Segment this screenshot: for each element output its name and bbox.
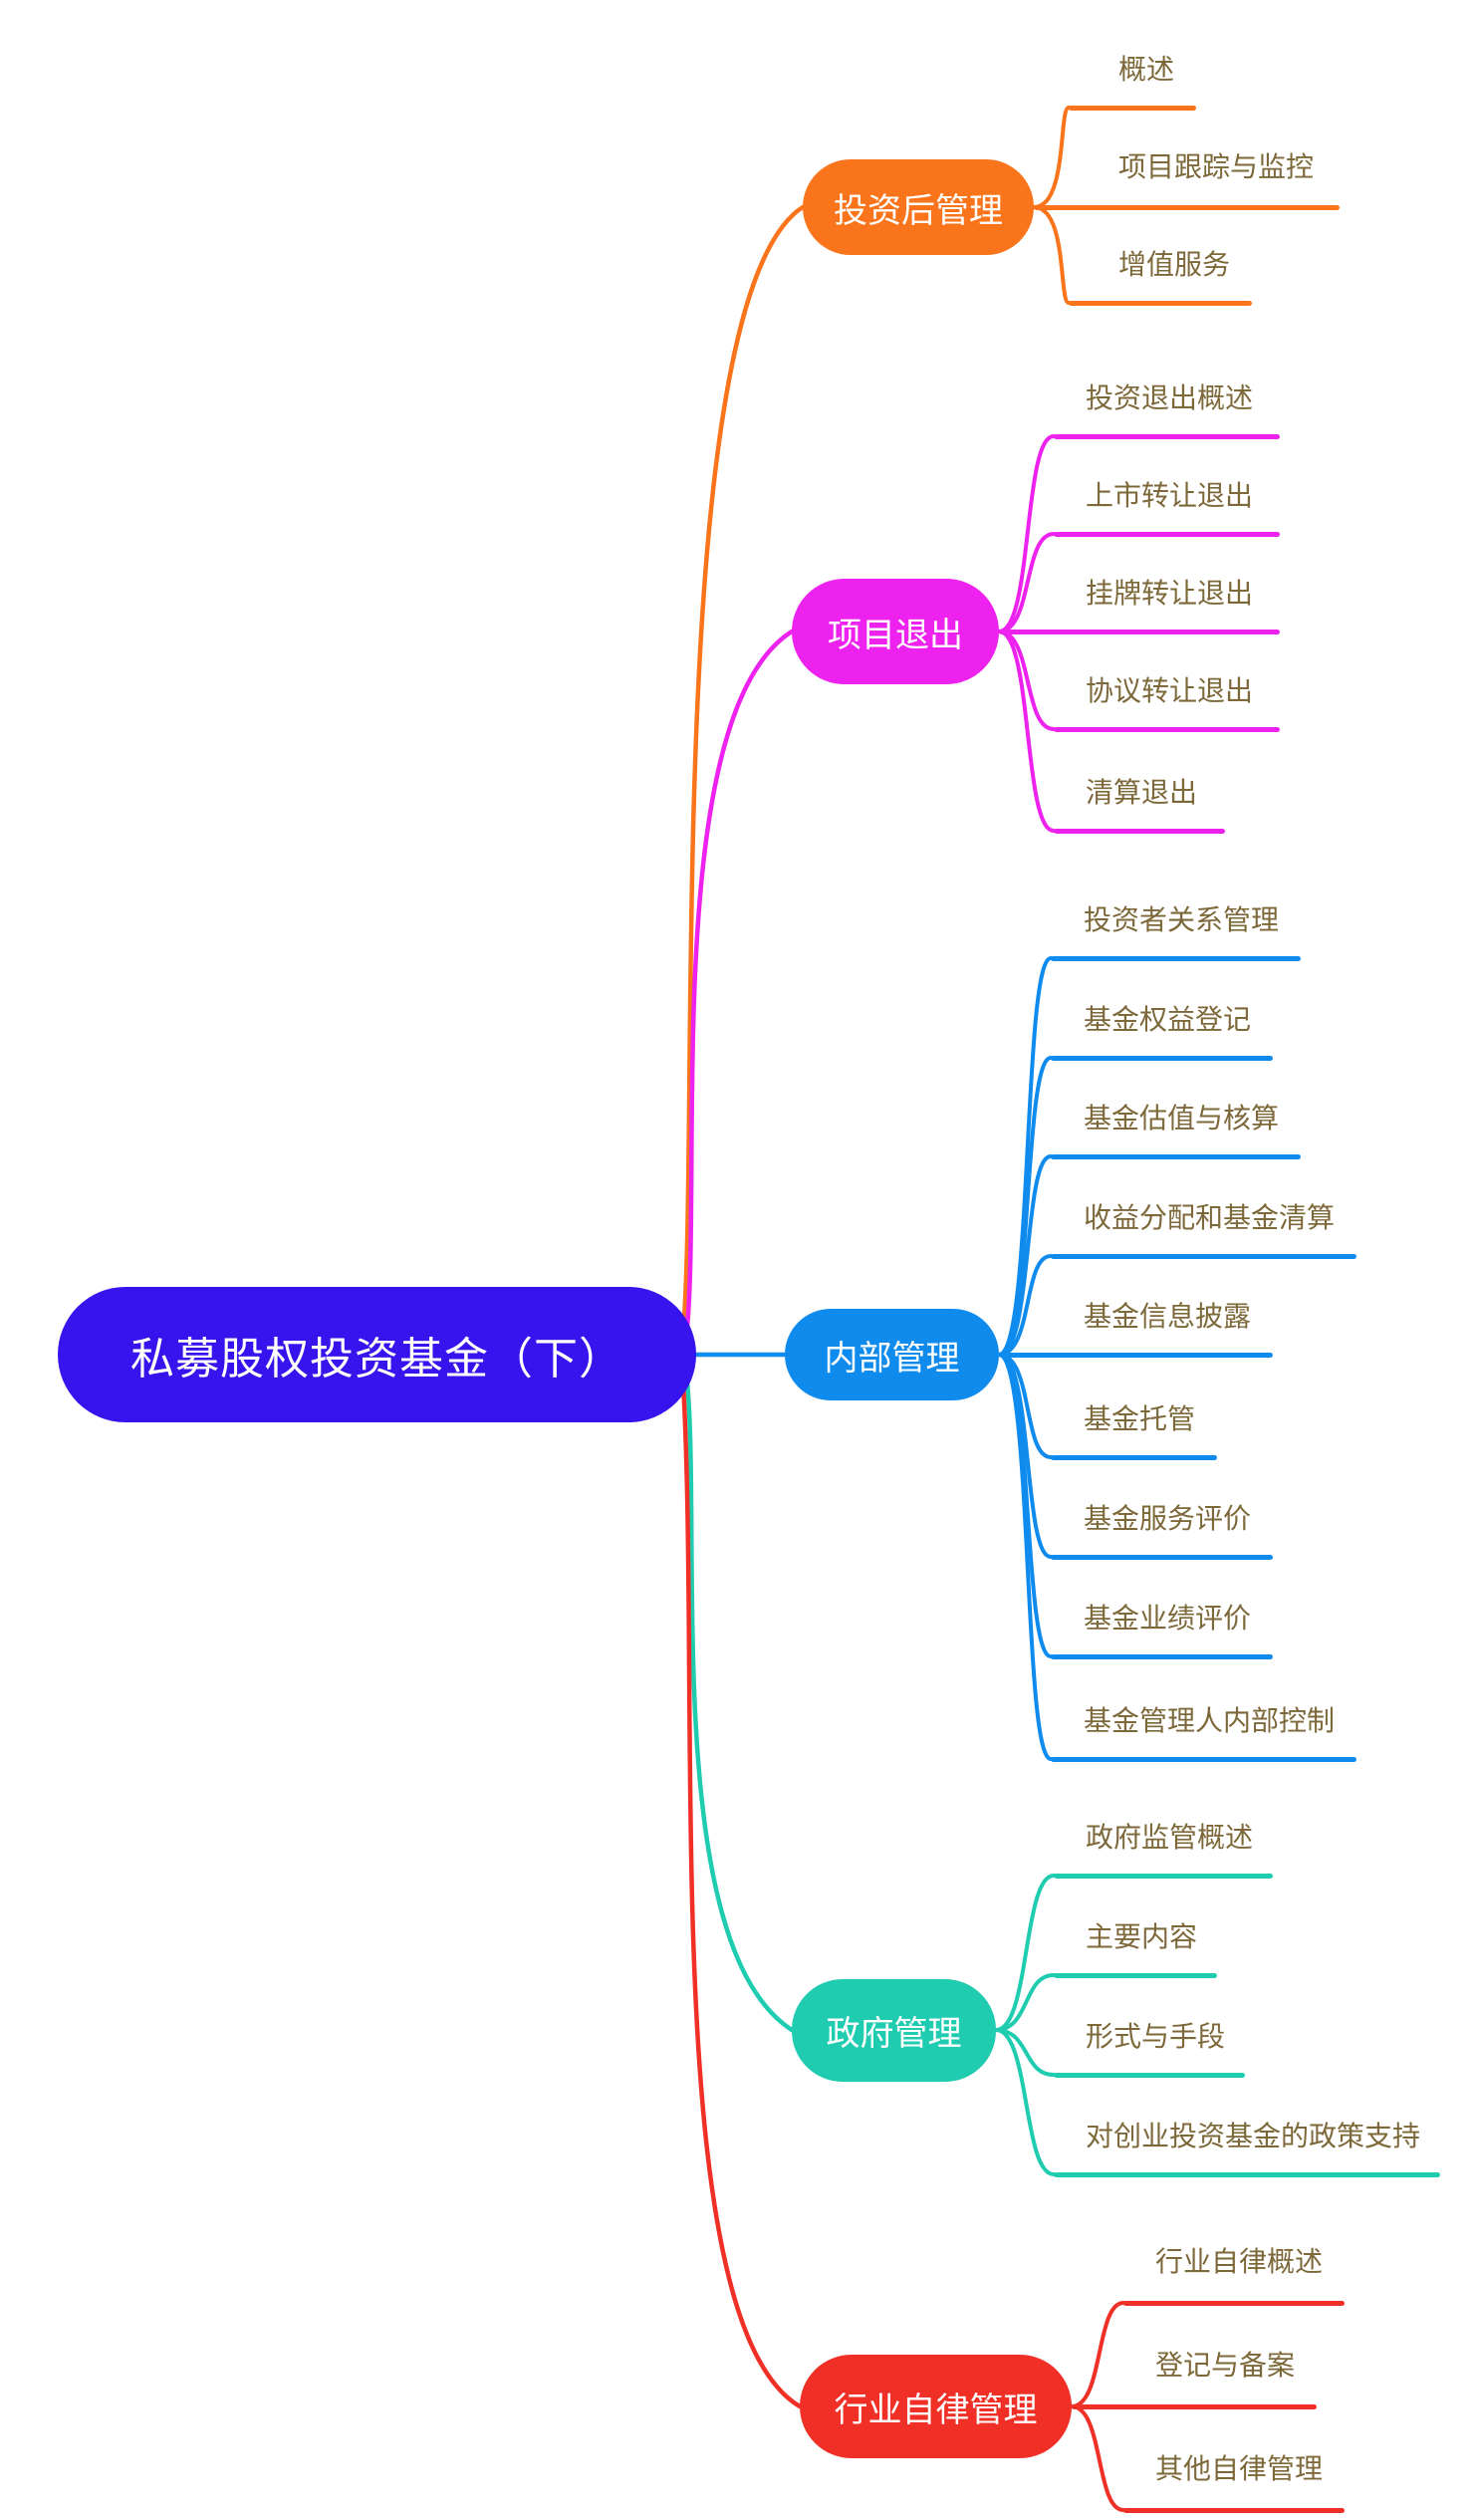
leaf-topic[interactable]: 基金权益登记 [1084, 1003, 1252, 1036]
branch-node-post-investment-management[interactable]: 投资后管理 [803, 159, 1034, 255]
leaf-underline [1051, 1056, 1273, 1061]
leaf-underline [1051, 1654, 1273, 1659]
leaf-underline [1054, 1973, 1217, 1978]
leaf-underline [1054, 434, 1280, 439]
branch-curve-project-exit [682, 629, 795, 1350]
branch-node-project-exit[interactable]: 项目退出 [792, 579, 999, 684]
leaf-curve [1032, 205, 1071, 305]
leaf-curve [997, 532, 1056, 633]
leaf-topic[interactable]: 基金服务评价 [1084, 1502, 1252, 1535]
leaf-underline [1054, 829, 1225, 834]
leaf-underline [1069, 301, 1252, 306]
leaf-underline [1123, 2508, 1345, 2513]
leaf-topic[interactable]: 基金管理人内部控制 [1084, 1704, 1336, 1737]
leaf-topic[interactable]: 基金信息披露 [1084, 1300, 1252, 1333]
leaf-topic[interactable]: 上市转让退出 [1086, 479, 1254, 512]
leaf-curve [997, 434, 1056, 633]
leaf-underline [1051, 956, 1301, 961]
branch-label: 行业自律管理 [834, 2390, 1038, 2430]
leaf-curve [997, 1056, 1053, 1357]
leaf-curve [1070, 2404, 1125, 2512]
leaf-topic[interactable]: 概述 [1118, 53, 1175, 86]
leaf-topic[interactable]: 挂牌转让退出 [1086, 577, 1254, 610]
leaf-topic[interactable]: 项目跟踪与监控 [1118, 150, 1315, 183]
leaf-underline [1051, 1154, 1301, 1159]
central-topic[interactable]: 私募股权投资基金（下） [58, 1287, 696, 1422]
branch-label: 投资后管理 [834, 190, 1003, 231]
leaf-topic[interactable]: 基金托管 [1084, 1402, 1196, 1435]
leaf-topic[interactable]: 行业自律概述 [1155, 2245, 1324, 2278]
leaf-curve [994, 2028, 1056, 2176]
leaf-topic[interactable]: 增值服务 [1118, 248, 1231, 281]
leaf-curve [997, 1353, 1053, 1761]
leaf-topic[interactable]: 对创业投资基金的政策支持 [1086, 2120, 1421, 2152]
leaf-underline [1054, 727, 1280, 732]
leaf-curve [994, 2028, 1056, 2077]
leaf-curve [997, 956, 1053, 1357]
leaf-underline [1054, 2172, 1440, 2177]
leaf-underline [1051, 1757, 1356, 1762]
leaf-curve [1032, 106, 1071, 209]
branch-label: 内部管理 [824, 1338, 960, 1379]
leaf-topic[interactable]: 清算退出 [1086, 776, 1198, 809]
leaf-topic[interactable]: 投资退出概述 [1086, 381, 1254, 414]
leaf-topic[interactable]: 登记与备案 [1155, 2349, 1296, 2382]
leaf-underline [1051, 1455, 1217, 1460]
leaf-underline [1069, 106, 1196, 111]
leaf-topic[interactable]: 协议转让退出 [1086, 674, 1254, 707]
leaf-curve [997, 1254, 1053, 1357]
branch-label: 项目退出 [828, 615, 963, 655]
leaf-underline [999, 630, 1280, 634]
leaf-underline [1054, 532, 1280, 537]
leaf-underline [1072, 2404, 1317, 2409]
leaf-curve [997, 1154, 1053, 1357]
leaf-topic[interactable]: 基金估值与核算 [1084, 1102, 1280, 1134]
leaf-curve [997, 630, 1056, 833]
branch-node-government-management[interactable]: 政府管理 [792, 1979, 996, 2082]
leaf-topic[interactable]: 基金业绩评价 [1084, 1602, 1252, 1635]
leaf-underline [1123, 2301, 1345, 2306]
leaf-topic[interactable]: 收益分配和基金清算 [1084, 1201, 1336, 1234]
branch-node-internal-management[interactable]: 内部管理 [785, 1309, 999, 1400]
leaf-underline [999, 1353, 1273, 1358]
leaf-curve [1070, 2301, 1125, 2408]
leaf-underline [1034, 205, 1340, 210]
leaf-topic[interactable]: 形式与手段 [1086, 2020, 1226, 2053]
leaf-topic[interactable]: 投资者关系管理 [1084, 903, 1280, 936]
leaf-topic[interactable]: 其他自律管理 [1155, 2452, 1324, 2485]
branch-curve-post-investment [679, 204, 806, 1346]
leaf-curve [994, 1973, 1056, 2032]
branch-label: 政府管理 [826, 2014, 962, 2054]
leaf-underline [1051, 1254, 1356, 1259]
leaf-underline [1054, 2073, 1245, 2078]
leaf-underline [1051, 1555, 1273, 1560]
leaf-curve [994, 1874, 1056, 2032]
leaf-underline [1054, 1874, 1273, 1879]
branch-node-industry-self-regulation[interactable]: 行业自律管理 [800, 2355, 1072, 2458]
leaf-topic[interactable]: 主要内容 [1086, 1920, 1198, 1953]
central-topic-label: 私募股权投资基金（下） [130, 1334, 623, 1385]
branch-curve-industry-self-regulation [679, 1364, 803, 2409]
leaf-topic[interactable]: 政府监管概述 [1086, 1821, 1254, 1854]
branch-curve-government-management [682, 1360, 795, 2033]
